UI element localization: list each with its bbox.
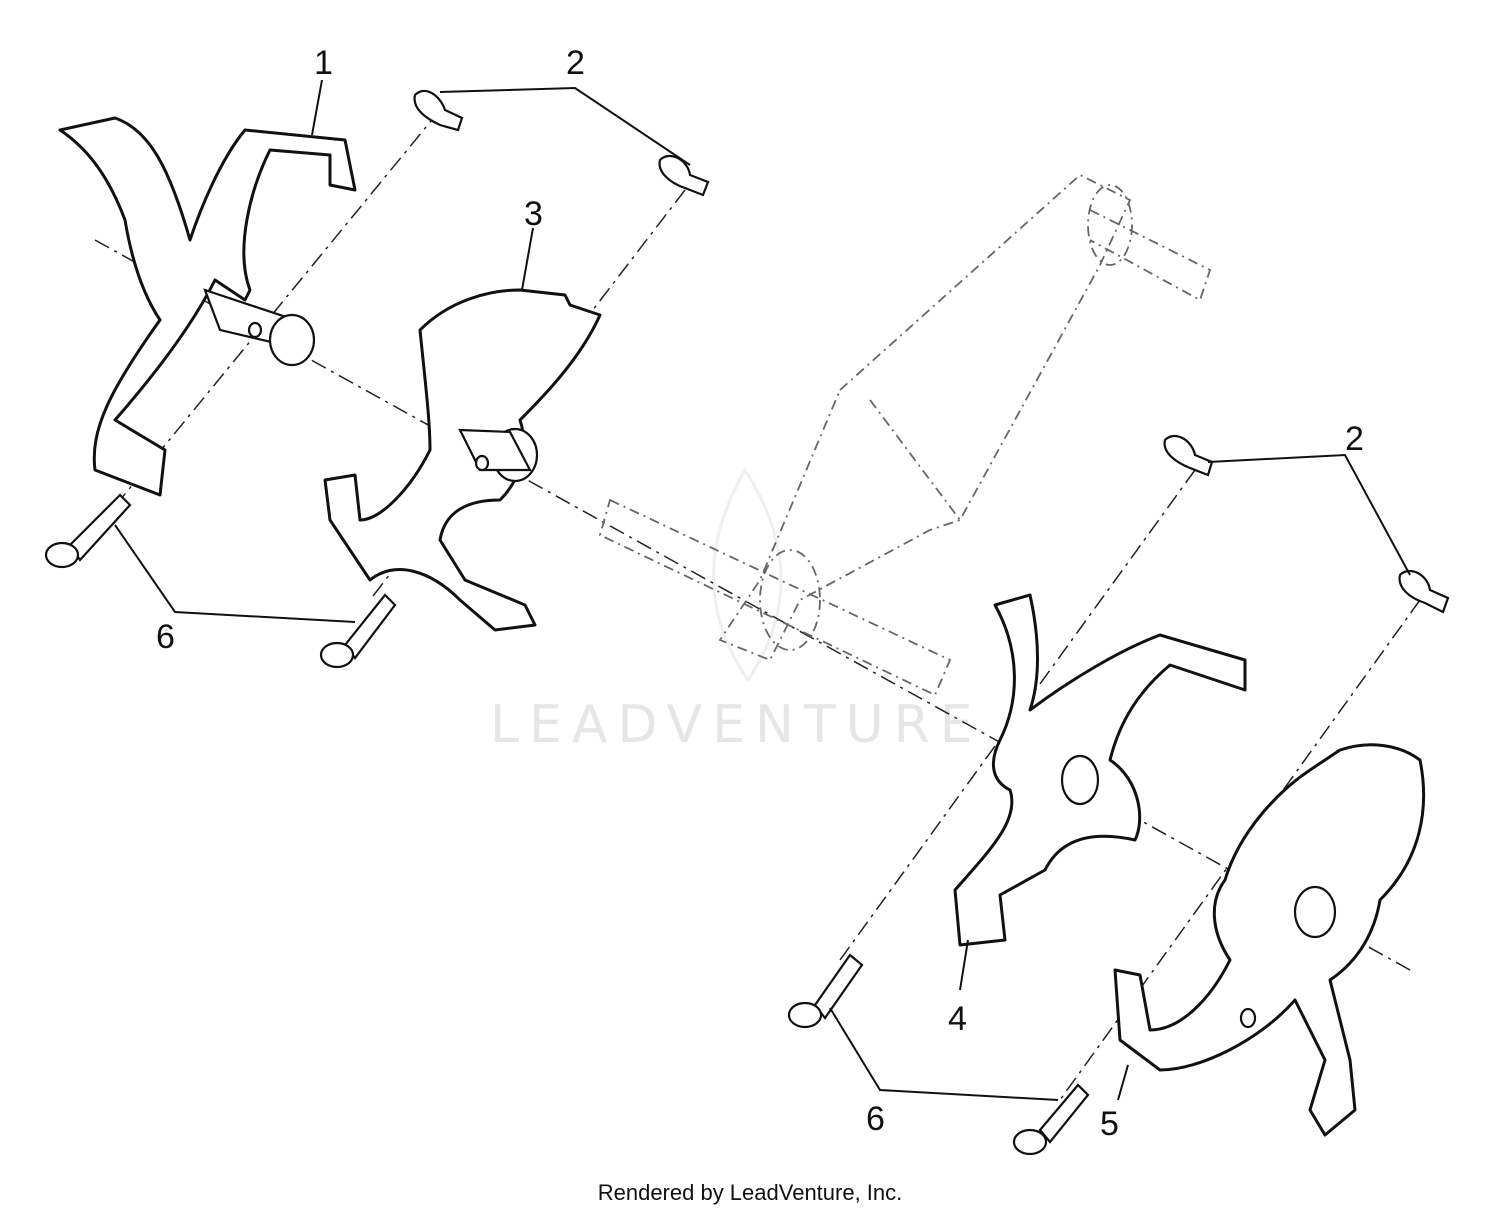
clevis-pin	[319, 593, 397, 669]
tine-part-4	[953, 593, 1247, 947]
tine-part-1	[58, 116, 357, 497]
axis-lines	[94, 109, 1421, 1101]
clevis-pin	[1012, 1083, 1090, 1156]
tiller-shaft-ghost	[598, 173, 1212, 697]
hairpin-clip	[1163, 434, 1214, 477]
tine-part-3	[323, 288, 602, 632]
callout-6: 6	[866, 1100, 885, 1138]
callout-2: 2	[566, 44, 585, 82]
watermark-flame-icon	[712, 467, 783, 683]
callout-2: 2	[1345, 420, 1364, 458]
callout-1: 1	[314, 44, 333, 82]
hairpin-clip	[658, 154, 710, 197]
callout-4: 4	[948, 1000, 967, 1038]
callout-3: 3	[524, 195, 543, 233]
hairpin-clip	[413, 89, 464, 132]
watermark-text: LEADVENTURE	[490, 695, 983, 755]
tine-part-5	[1113, 743, 1426, 1137]
callout-5: 5	[1100, 1105, 1119, 1143]
hairpin-clip	[1398, 569, 1450, 614]
footer-credit: Rendered by LeadVenture, Inc.	[598, 1180, 903, 1205]
callout-6: 6	[156, 618, 175, 656]
clevis-pin	[787, 953, 864, 1029]
leader-lines	[114, 79, 1411, 1101]
clevis-pin	[44, 493, 132, 569]
